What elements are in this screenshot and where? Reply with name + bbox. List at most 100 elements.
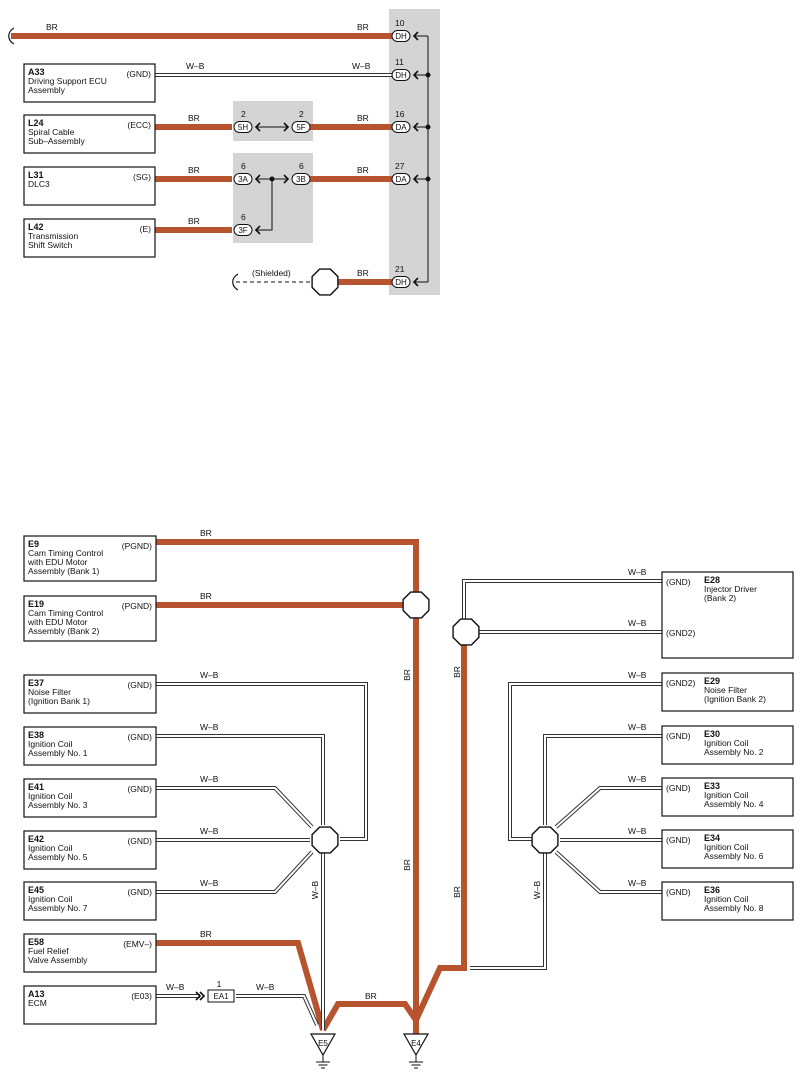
splice-left [311, 826, 339, 854]
pin-label: (GND) [666, 835, 691, 845]
connector-pin-number: 6 [241, 212, 246, 222]
wire-label-wb: W–B [200, 722, 219, 732]
component-e41-name: Ignition Coil [28, 791, 73, 801]
wb-wire-outer [156, 682, 368, 841]
wire-label-wb: W–B [200, 878, 219, 888]
wb-wire-inner [156, 683, 367, 840]
pin-label: (EMV–) [123, 939, 152, 949]
wire-wb-e30 [543, 734, 662, 825]
connector-dh-11 [391, 69, 411, 81]
component-e38 [23, 726, 157, 766]
terminal-chevron [254, 122, 261, 132]
component-e42-name: Assembly No. 5 [28, 852, 88, 862]
component-a33-name: Assembly [28, 85, 66, 95]
component-e28-code: E28 [704, 575, 720, 585]
component-e58-name: Fuel Relief [28, 946, 69, 956]
wire-label-wb: W–B [628, 618, 647, 628]
wire-label-br: BR [357, 268, 369, 278]
component-e34-code: E34 [704, 833, 720, 843]
wb-wire-inner [509, 683, 662, 840]
connector-label: 5H [238, 123, 248, 132]
wire-wb-ea1 [236, 994, 319, 1026]
component-e34-name: Ignition Coil [704, 842, 749, 852]
component-e28 [661, 571, 794, 659]
wire-label-br: BR [402, 669, 412, 681]
component-e19-name: Assembly (Bank 2) [28, 626, 99, 636]
component-l24-name: Sub–Assembly [28, 136, 85, 146]
pin-label: (GND2) [666, 678, 695, 688]
component-e9-name: Assembly (Bank 1) [28, 566, 99, 576]
component-e30-name: Assembly No. 2 [704, 747, 764, 757]
wb-wire-inner [555, 851, 662, 893]
component-e9 [23, 535, 157, 582]
component-l42-code: L42 [28, 222, 44, 232]
wire-label-br: BR [188, 113, 200, 123]
connector-pin-number: 21 [395, 264, 405, 274]
wb-wire-inner [156, 735, 324, 825]
wb-wire-inner [555, 787, 662, 828]
component-e58-name: Valve Assembly [28, 955, 88, 965]
component-l42-name: Transmission [28, 231, 78, 241]
wire-label-wb: W–B [628, 774, 647, 784]
component-a33 [23, 63, 156, 103]
wb-wire-outer [462, 579, 662, 620]
component-e58 [23, 933, 157, 973]
component-e33-code: E33 [704, 781, 720, 791]
wire-br-e5-e4 [320, 1001, 419, 1032]
component-e30-code: E30 [704, 729, 720, 739]
connector-label: DH [395, 32, 407, 41]
pin-label: (GND) [126, 69, 151, 79]
component-l24-code: L24 [28, 118, 44, 128]
ground-triangle [309, 1033, 337, 1057]
pin-label: (GND) [666, 887, 691, 897]
connector-label: 5F [296, 123, 305, 132]
component-e9-name: with EDU Motor [27, 557, 88, 567]
component-e37-name: Noise Filter [28, 687, 71, 697]
wire-label-wb: W–B [628, 826, 647, 836]
wb-wire-outer [156, 850, 314, 894]
wire-br-injector [413, 632, 467, 1022]
wire-label-br: BR [452, 886, 462, 898]
component-e19 [23, 595, 157, 642]
component-l24-name: Spiral Cable [28, 127, 75, 137]
component-l31-code: L31 [28, 170, 44, 180]
wire-wb-e37 [156, 682, 368, 841]
connector-label: EA1 [213, 992, 229, 1001]
connector-label: DA [395, 123, 407, 132]
shaded-regions [233, 9, 440, 295]
component-e19-name: Cam Timing Control [28, 608, 103, 618]
pin-label: (E03) [131, 991, 152, 1001]
wb-wire-inner [463, 580, 662, 620]
wire-label-br: BR [188, 216, 200, 226]
component-a13 [23, 985, 157, 1025]
wb-wire-inner [236, 995, 318, 1026]
wire-label-br: BR [46, 22, 58, 32]
wire-label-br: BR [200, 591, 212, 601]
connector-pin-number: 11 [395, 57, 404, 67]
terminal-chevron [195, 991, 202, 1001]
wire-label-wb: W–B [166, 982, 185, 992]
wire-wb-e33 [554, 786, 662, 829]
connector-label: 3B [296, 175, 306, 184]
connector-pin-number: 2 [299, 109, 304, 119]
terminal-chevron [412, 70, 419, 80]
component-e38-name: Assembly No. 1 [28, 748, 88, 758]
wire-label-br: BR [200, 528, 212, 538]
component-e34-name: Assembly No. 6 [704, 851, 764, 861]
ground-triangle [402, 1033, 430, 1057]
component-e45-name: Assembly No. 7 [28, 903, 88, 913]
wb-wire-outer [470, 852, 547, 970]
component-e41-code: E41 [28, 782, 44, 792]
wire-label-wb: W–B [200, 670, 219, 680]
component-e42-name: Ignition Coil [28, 843, 73, 853]
wire-label-wb: W–B [352, 61, 371, 71]
wire-label-wb: W–B [532, 880, 542, 899]
wire-label-wb: W–B [186, 61, 205, 71]
connector-label: DA [395, 175, 407, 184]
wires [11, 33, 662, 1035]
wire-label-wb: W–B [256, 982, 275, 992]
wire-wb-right-trunk [470, 852, 547, 970]
wire-label-br: BR [402, 859, 412, 871]
